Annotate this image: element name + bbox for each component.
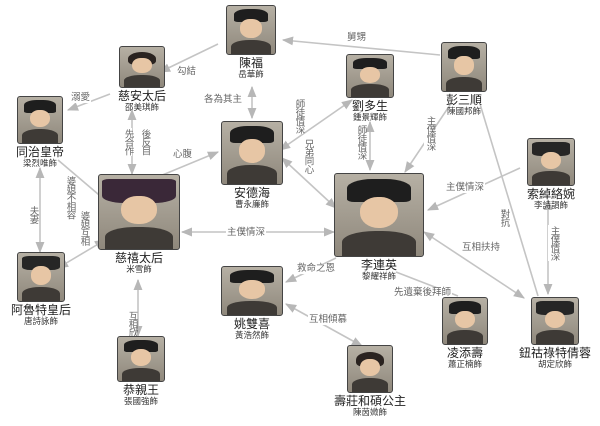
node-empress-alute: 阿魯特皇后 唐詩詠飾 bbox=[6, 252, 76, 327]
prince-gong-actor: 張國強飾 bbox=[123, 396, 158, 407]
relation-label-baoxiang: 婆媳互相 bbox=[78, 210, 90, 246]
line-andehai-liu bbox=[279, 99, 353, 151]
node-tongzhi: 同治皇帝 梁烈唯飾 bbox=[6, 96, 74, 169]
yao-shuangxi-actor: 黃浩然飾 bbox=[234, 330, 269, 341]
tongzhi-actor: 梁烈唯飾 bbox=[22, 158, 57, 169]
peng-sanshun-name: 彭三順 bbox=[445, 93, 482, 107]
node-peng-sanshun: 彭三順 陳國邦飾 bbox=[432, 42, 496, 117]
line-tongzhi-cixi bbox=[57, 159, 106, 201]
relation-label-dikang: 對抗 bbox=[498, 208, 510, 227]
cixi-name: 慈禧太后 bbox=[114, 251, 163, 265]
node-princess-shouzhuang: 壽莊和碩公主 陳茵媺飾 bbox=[328, 345, 412, 418]
empress-alute-portrait bbox=[17, 252, 65, 302]
relation-label-goujie: 勾結 bbox=[176, 66, 198, 78]
node-chen-fu: 陳福 岳華飾 bbox=[218, 5, 284, 80]
an-dehai-name: 安德海 bbox=[233, 186, 270, 200]
prince-gong-portrait bbox=[117, 336, 165, 382]
relation-label-xiongdi: 兄弟同心 bbox=[302, 138, 314, 174]
relation-label-houfanmu: 後反目 bbox=[139, 128, 151, 156]
an-dehai-actor: 曹永廉飾 bbox=[234, 199, 269, 210]
suochuo-actor: 李詩韻飾 bbox=[533, 200, 568, 211]
peng-sanshun-portrait bbox=[441, 42, 487, 92]
yao-shuangxi-portrait bbox=[221, 266, 283, 316]
node-li-lianying: 李連英 黎耀祥飾 bbox=[334, 173, 424, 282]
empress-alute-name: 阿魯特皇后 bbox=[10, 303, 71, 317]
node-suochuo: 索綽絡婉 李詩韻飾 bbox=[518, 138, 584, 211]
line-chenfu-cixieast bbox=[158, 43, 219, 73]
suochuo-name: 索綽絡婉 bbox=[526, 187, 575, 201]
node-ling-tianshou: 凌添壽 蕭正楠飾 bbox=[438, 297, 492, 370]
niohuru-name: 鈕祜祿特倩蓉 bbox=[518, 346, 591, 360]
ling-tianshou-portrait bbox=[442, 297, 488, 345]
relation-label-xinfu: 心腹 bbox=[172, 149, 194, 161]
liu-duosheng-portrait bbox=[346, 54, 394, 98]
cixi-east-name: 慈安太后 bbox=[117, 89, 166, 103]
relation-label-huxiang-qingmu: 互相傾慕 bbox=[308, 314, 349, 326]
liu-duosheng-actor: 鍾景輝飾 bbox=[352, 112, 387, 123]
relation-label-shoushou: 舅甥 bbox=[346, 32, 368, 44]
cixi-actor: 米雪飾 bbox=[126, 264, 152, 275]
line-andehai-li bbox=[281, 157, 337, 209]
li-lianying-portrait bbox=[334, 173, 424, 257]
relation-label-shituqingshen: 師徒情深 bbox=[293, 98, 305, 134]
relation-label-zhupu-sl: 主僕情深 bbox=[445, 182, 486, 194]
relation-label-zhupu-sp: 主僕情深 bbox=[424, 115, 436, 151]
empress-alute-actor: 唐詩詠飾 bbox=[23, 316, 58, 327]
line-empress-cixi bbox=[57, 239, 106, 269]
princess-shouzhuang-actor: 陳茵媺飾 bbox=[352, 407, 387, 418]
line-peng-niohuru bbox=[479, 103, 539, 297]
node-yao-shuangxi: 姚雙喜 黃浩然飾 bbox=[218, 266, 286, 341]
peng-sanshun-actor: 陳國邦飾 bbox=[446, 106, 481, 117]
chen-fu-actor: 岳華飾 bbox=[238, 69, 264, 80]
princess-shouzhuang-portrait bbox=[347, 345, 393, 393]
liu-duosheng-name: 劉多生 bbox=[351, 99, 388, 113]
relation-label-xianshi-houqi: 先遺棄後拜師 bbox=[393, 287, 453, 299]
relation-label-geweiqizhu: 各為其主 bbox=[203, 94, 244, 106]
yao-shuangxi-name: 姚雙喜 bbox=[233, 317, 270, 331]
line-li-niohuru bbox=[423, 231, 525, 299]
line-chenfu-peng bbox=[281, 36, 441, 56]
chen-fu-name: 陳福 bbox=[238, 56, 263, 70]
niohuru-portrait bbox=[531, 297, 579, 345]
node-cixi: 慈禧太后 米雪飾 bbox=[97, 174, 181, 275]
ling-tianshou-name: 凌添壽 bbox=[446, 346, 483, 360]
cixi-east-actor: 邵美琪飾 bbox=[124, 102, 159, 113]
relation-label-xianhezuo: 先合作 bbox=[122, 128, 134, 156]
cixi-portrait bbox=[98, 174, 180, 250]
relation-label-fuqi: 夫妻 bbox=[27, 205, 39, 224]
node-liu-duosheng: 劉多生 鍾景輝飾 bbox=[337, 54, 403, 123]
tongzhi-name: 同治皇帝 bbox=[15, 145, 64, 159]
relation-label-poxiang: 婆媳不相容 bbox=[64, 175, 76, 220]
suochuo-portrait bbox=[527, 138, 575, 186]
relation-label-jiumingzhien: 救命之恩 bbox=[296, 263, 337, 275]
relation-label-zhupu-sn: 主僕情深 bbox=[548, 225, 560, 261]
ling-tianshou-actor: 蕭正楠飾 bbox=[447, 359, 482, 370]
node-niohuru: 鈕祜祿特倩蓉 胡定欣飾 bbox=[512, 297, 598, 370]
relation-label-niai: 溺愛 bbox=[70, 92, 92, 104]
node-cixi-east: 慈安太后 邵美琪飾 bbox=[106, 46, 178, 113]
relation-label-shitu-ld: 師徒情深 bbox=[355, 124, 367, 160]
li-lianying-name: 李連英 bbox=[360, 258, 397, 272]
relation-label-huxiang-fuchi: 互相扶持 bbox=[461, 242, 502, 254]
niohuru-actor: 胡定欣飾 bbox=[537, 359, 572, 370]
tongzhi-portrait bbox=[17, 96, 63, 144]
an-dehai-portrait bbox=[221, 121, 283, 185]
chen-fu-portrait bbox=[226, 5, 276, 55]
cixi-east-portrait bbox=[119, 46, 165, 88]
princess-shouzhuang-name: 壽莊和碩公主 bbox=[333, 394, 406, 408]
li-lianying-actor: 黎耀祥飾 bbox=[361, 271, 396, 282]
relation-label-zhupu-cl: 主僕情深 bbox=[226, 227, 267, 239]
node-prince-gong: 恭親王 張國強飾 bbox=[108, 336, 174, 407]
node-an-dehai: 安德海 曹永廉飾 bbox=[218, 121, 286, 210]
line-andehai-cixi bbox=[159, 151, 220, 177]
relation-label-huxiang-xinshang: 互相欣賞 bbox=[126, 310, 138, 346]
prince-gong-name: 恭親王 bbox=[122, 383, 159, 397]
